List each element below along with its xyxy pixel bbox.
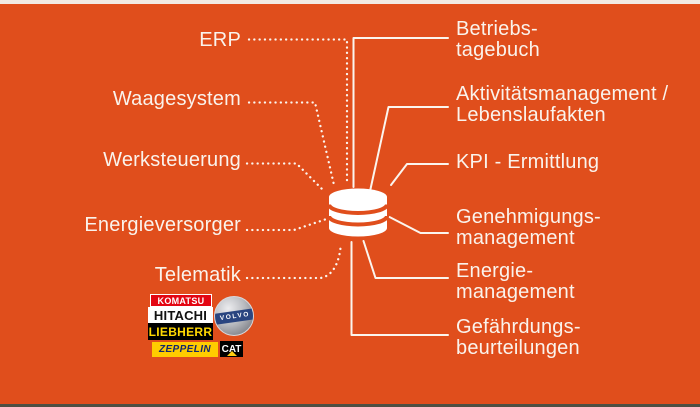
connector-gefaehrdungsbeurteilungen <box>350 241 449 336</box>
node-betriebstagebuch: Betriebs- tagebuch <box>456 18 540 61</box>
volvo-logo: VOLVO <box>214 296 254 336</box>
liebherr-logo: LIEBHERR <box>148 323 213 340</box>
connector-erp <box>247 38 349 186</box>
connector-genehmigungsmanagement <box>388 216 449 234</box>
cat-triangle-icon <box>227 351 237 356</box>
bottom-border <box>0 404 700 407</box>
node-energieversorger: Energieversorger <box>84 214 241 236</box>
database-icon <box>327 188 389 237</box>
node-erp: ERP <box>199 29 241 51</box>
connector-energieversorger <box>245 217 328 232</box>
hitachi-logo: HITACHI <box>148 307 213 323</box>
node-werksteuerung: Werksteuerung <box>103 149 241 171</box>
connector-energiemanagement <box>362 240 449 279</box>
connector-werksteuerung <box>245 162 324 191</box>
volvo-band: VOLVO <box>215 307 253 326</box>
node-kpi-ermittlung: KPI - Ermittlung <box>456 151 600 173</box>
zeppelin-logo: ZEPPELIN <box>152 342 218 357</box>
node-energiemanagement: Energie- management <box>456 260 575 303</box>
connector-kpi <box>390 163 449 186</box>
node-gefaehrdungsbeurteilungen: Gefährdungs- beurteilungen <box>456 316 581 359</box>
connector-waagesystem <box>247 101 336 187</box>
node-telematik: Telematik <box>154 264 241 286</box>
komatsu-logo: KOMATSU <box>150 294 212 307</box>
top-border <box>0 0 700 4</box>
cat-logo: CAT <box>220 341 243 357</box>
node-genehmigungsmanagement: Genehmigungs- management <box>456 206 601 249</box>
node-waagesystem: Waagesystem <box>112 88 241 110</box>
connector-aktivitaetsmanagement <box>369 106 449 190</box>
connector-telematik <box>245 246 342 280</box>
connector-betriebstagebuch <box>352 37 449 188</box>
node-aktivitaetsmanagement: Aktivitätsmanagement / Lebenslaufakten <box>456 83 669 126</box>
cat-logo-text: CAT <box>221 343 242 355</box>
